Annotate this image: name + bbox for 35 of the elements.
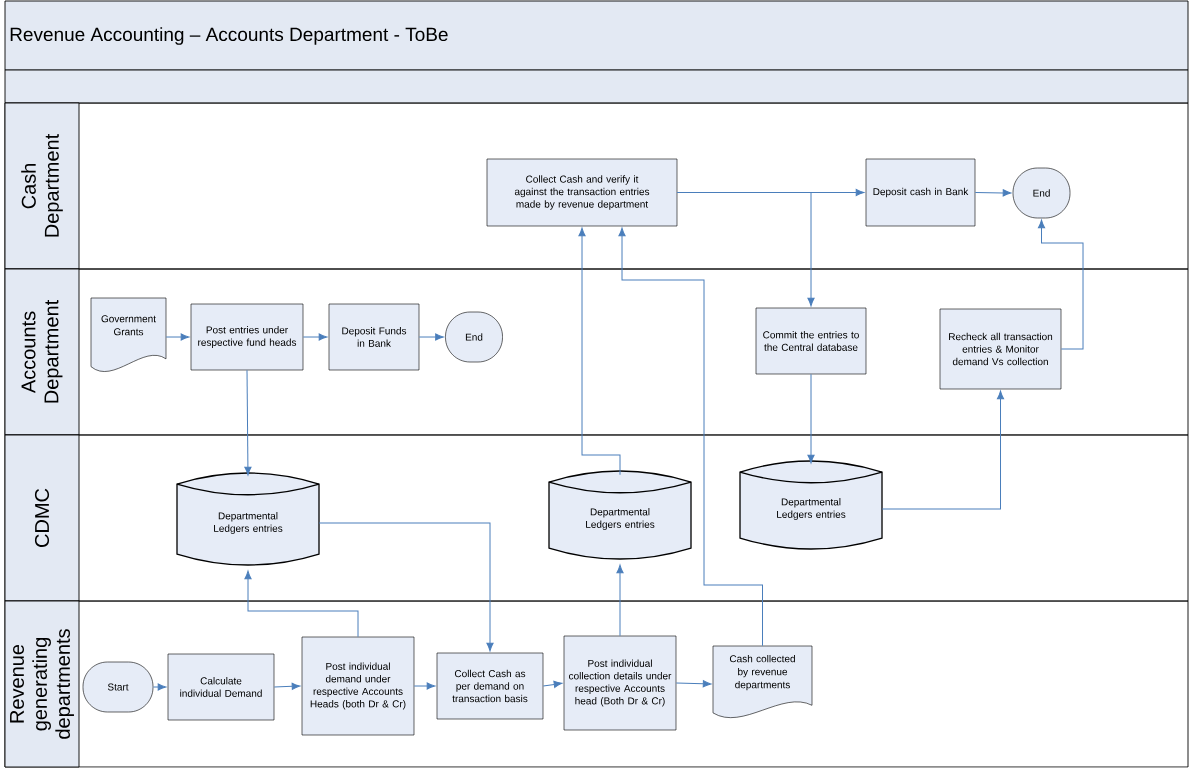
connector-arrow	[165, 333, 190, 341]
connector-arrow	[675, 680, 712, 688]
process-box: Collect Cash and verify it against the transaction entries made by revenue department	[486, 158, 678, 227]
connector-arrow	[1037, 219, 1084, 350]
terminator: End	[1012, 167, 1071, 219]
process-box: Post individual demand under respective Accounts Heads (both Dr & Cr)	[301, 636, 415, 736]
terminator: End	[445, 311, 503, 363]
connector-arrow	[302, 333, 328, 341]
connector-arrow	[542, 680, 563, 688]
process-box: Deposit Funds in Bank	[328, 303, 420, 371]
connector-arrow	[318, 522, 494, 652]
connector-arrow	[244, 570, 359, 638]
connector-arrow	[273, 682, 301, 690]
connector-arrow	[881, 390, 1005, 510]
process-box: Post individual collection details under respective Accounts head (Both Dr & Cr)	[563, 635, 677, 731]
database-cylinder: Departmental Ledgers entries	[739, 460, 883, 550]
terminator: Start	[82, 661, 154, 713]
connector-arrow	[974, 189, 1012, 197]
connector-arrow	[413, 682, 436, 690]
connector-arrow	[578, 227, 621, 476]
connector-arrow	[618, 227, 763, 647]
connector-arrow	[807, 373, 815, 464]
process-box: Post entries under respective fund heads	[190, 303, 304, 371]
connector-arrow	[244, 369, 252, 476]
process-box: Collect Cash as per demand on transaction basis	[436, 652, 544, 720]
connector-arrow	[152, 683, 167, 691]
connector-arrow	[676, 192, 815, 307]
process-box: Deposit cash in Bank	[865, 158, 976, 227]
connector-arrow	[418, 333, 444, 341]
connector-arrow	[616, 564, 624, 637]
process-box: Recheck all transaction entries & Monitor demand Vs collection	[939, 308, 1062, 390]
database-cylinder: Departmental Ledgers entries	[548, 470, 692, 560]
process-box: Calculate individual Demand	[167, 653, 275, 721]
process-box: Commit the entries to the Central database	[755, 307, 867, 375]
database-cylinder: Departmental Ledgers entries	[176, 472, 320, 566]
